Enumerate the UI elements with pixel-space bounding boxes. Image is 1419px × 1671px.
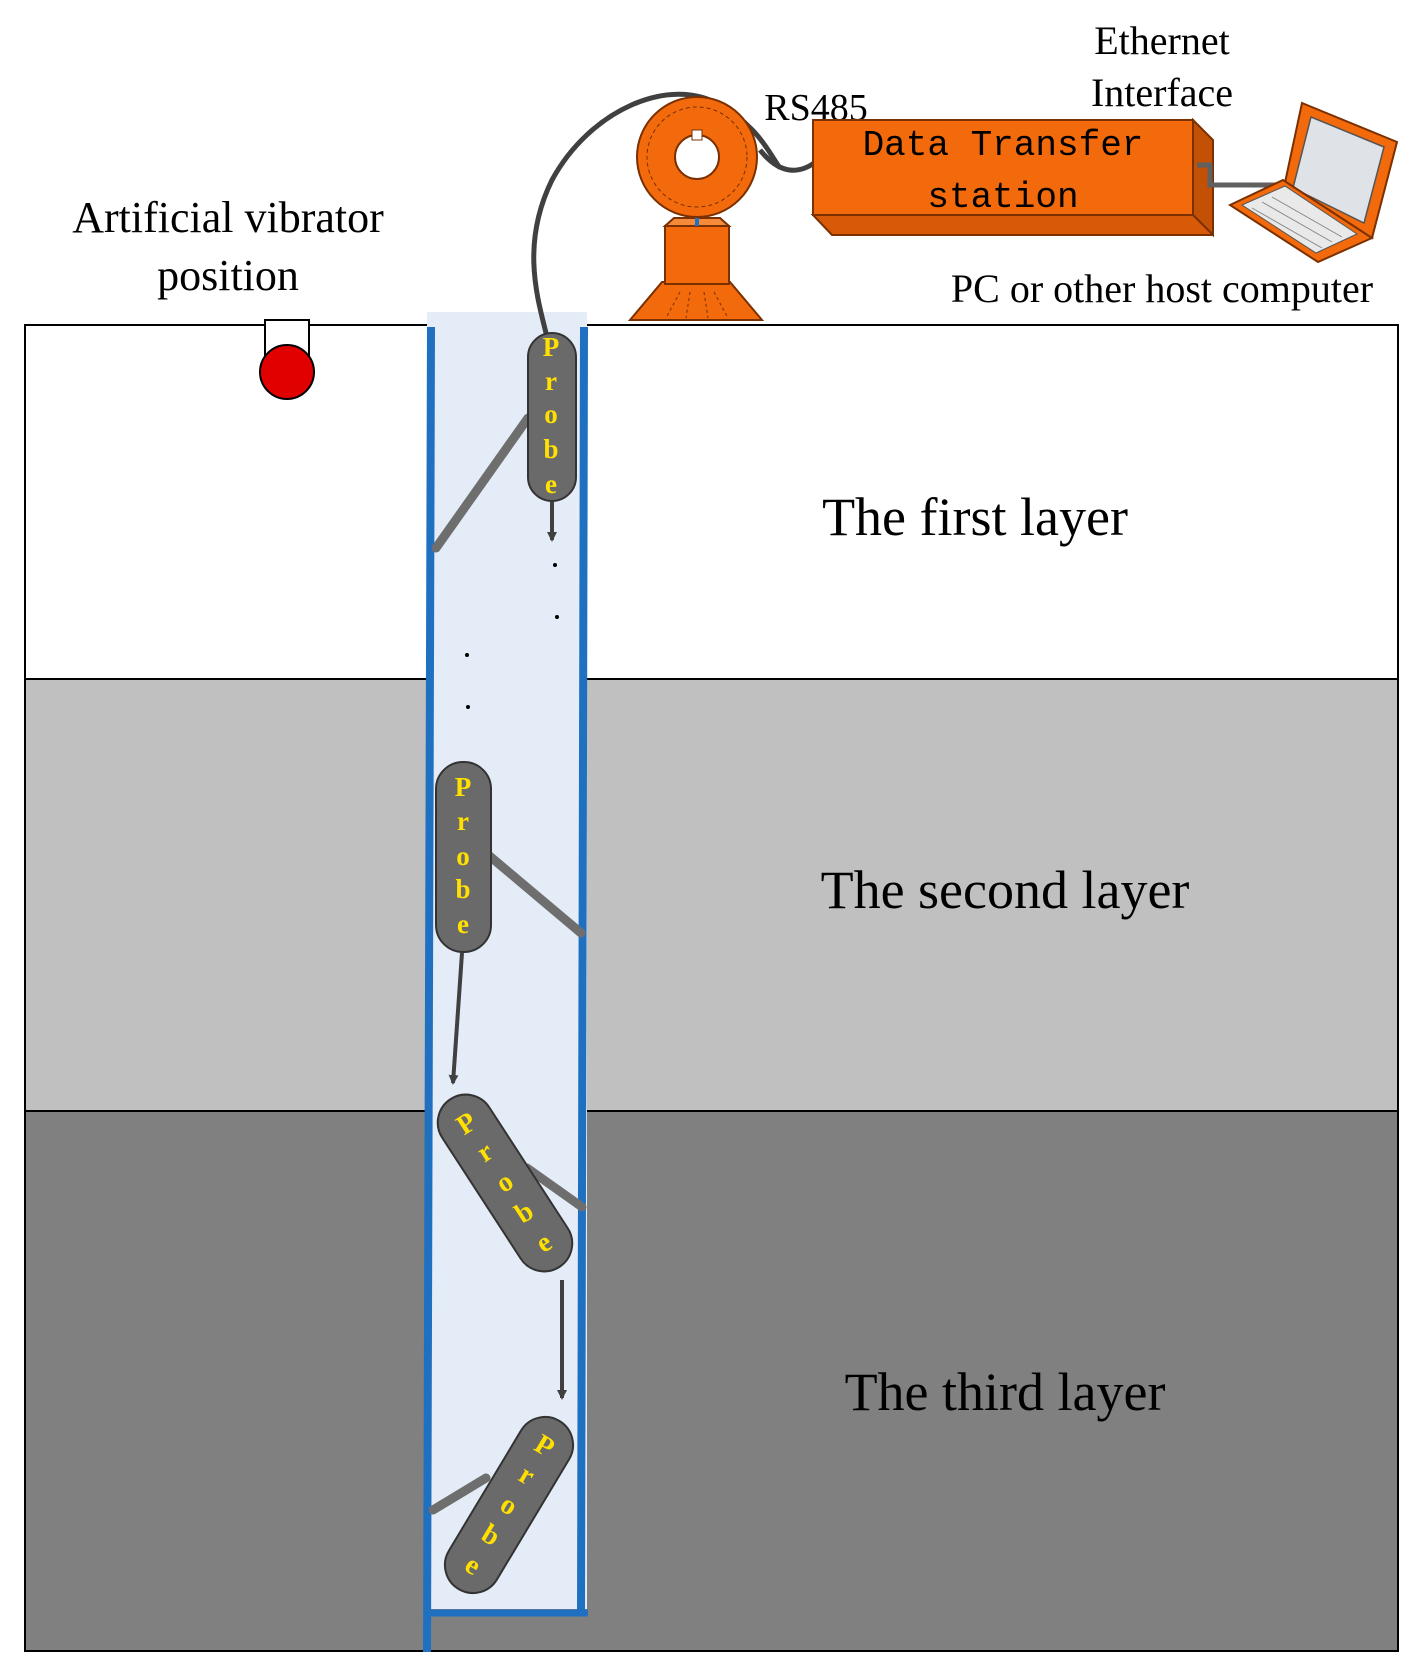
layer-2-band [24, 678, 1399, 1112]
probe-2-letter-e: e [457, 909, 469, 939]
probe-2-letter-r: r [457, 806, 469, 836]
probe-2-body [435, 761, 492, 953]
soil-layers [24, 324, 1399, 1652]
probe-1: P r o b e [431, 332, 577, 553]
probe-1-letter-b: b [543, 434, 558, 464]
vibrator-icon [259, 319, 315, 400]
ethernet-label-line1: Ethernet [1094, 18, 1230, 63]
ethernet-label-line2: Interface [1091, 70, 1233, 115]
borehole-left-wall [423, 326, 435, 1653]
probe-2: P r o b e [435, 761, 586, 953]
pc-label: PC or other host computer [951, 266, 1373, 311]
layer-2-label: The second layer [821, 860, 1190, 920]
probe-2-arm [481, 848, 586, 938]
probe-2-letter-o: o [456, 841, 470, 871]
laptop-icon [1227, 101, 1399, 264]
data-transfer-station [810, 117, 1214, 238]
probe-2-letter-p: P [455, 772, 472, 802]
station-label-line2: station [927, 177, 1078, 218]
layer-1-label: The first layer [822, 487, 1128, 547]
ethernet-link [1197, 162, 1302, 190]
cable-reel-icon [627, 96, 765, 321]
probe-4-arm [428, 1473, 491, 1515]
probe-1-letter-r: r [545, 366, 557, 396]
probe-3-arm [522, 1163, 587, 1212]
probe-2-letter-b: b [455, 874, 470, 904]
layer-3-label: The third layer [845, 1362, 1166, 1422]
probe-1-body [527, 332, 577, 502]
probe-1-letter-o: o [544, 399, 558, 429]
probe-4: P r o b e [428, 1415, 575, 1595]
probe-3: P r o b e [436, 1093, 587, 1273]
borehole-interior [427, 312, 587, 1609]
station-label-line1: Data Transfer [863, 125, 1144, 166]
vibrator-label-line1: Artificial vibrator [72, 193, 384, 242]
vibrator-label-line2: position [157, 251, 299, 300]
probe-1-arm [431, 413, 533, 553]
continuation-dots [465, 563, 559, 709]
cable-to-probe [531, 91, 783, 338]
borehole-right-wall [577, 326, 588, 1614]
probe-4-body [443, 1415, 575, 1595]
layer-1-band [24, 324, 1399, 680]
probe-1-letter-p: P [543, 332, 560, 362]
probe-1-letter-e: e [545, 469, 557, 499]
arrow-probe-2-down [448, 952, 464, 1085]
layer-3-band [24, 1110, 1399, 1652]
probe-3-body [436, 1093, 574, 1273]
